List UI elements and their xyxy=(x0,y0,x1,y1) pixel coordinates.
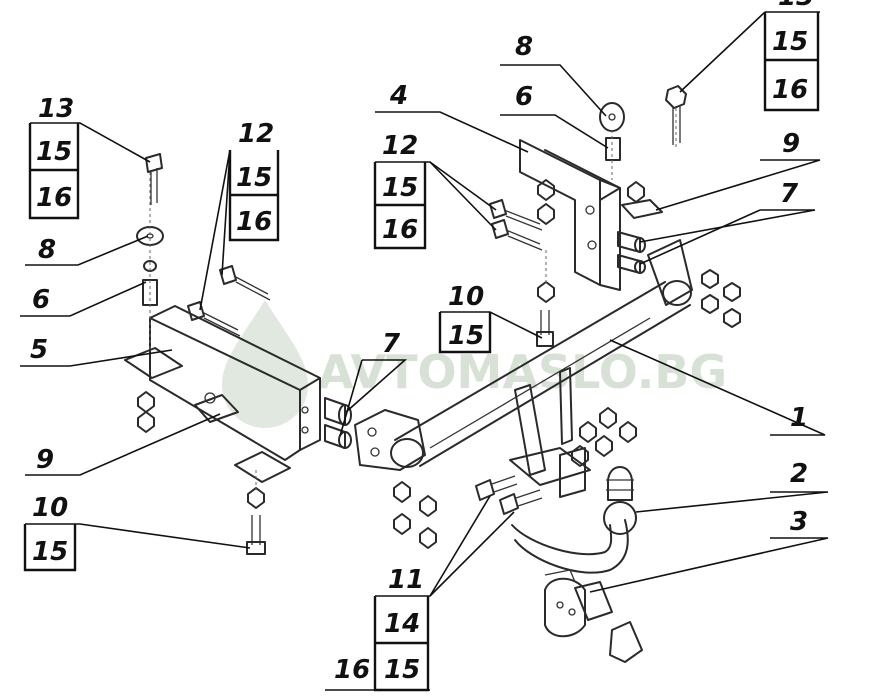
callout-13-left: 13 xyxy=(38,94,74,124)
callout-8-top: 8 xyxy=(515,32,533,62)
left-long-bolts xyxy=(187,265,271,337)
callout-16-top: 16 xyxy=(772,75,808,105)
leader-lines xyxy=(20,11,829,691)
callout-7-left: 7 xyxy=(382,329,401,359)
lower-left-nuts xyxy=(393,481,437,549)
callout-9-right: 9 xyxy=(782,129,800,159)
callout-boxes xyxy=(23,12,820,692)
center-nuts-cluster xyxy=(571,407,637,467)
watermark-text: AVTOMASLO.BG xyxy=(318,345,727,399)
left-end-plate xyxy=(354,409,426,471)
callout-11: 11 xyxy=(388,565,424,595)
electrical-socket xyxy=(544,569,643,663)
callout-15-top: 15 xyxy=(772,27,808,57)
tow-ball-mount xyxy=(509,367,637,574)
right-clamp-plate xyxy=(617,181,663,274)
assembly-lines xyxy=(149,108,677,490)
left-lower-nuts xyxy=(137,391,155,433)
callout-15-center: 15 xyxy=(448,321,484,351)
callout-4: 4 xyxy=(389,81,408,111)
callout-15-left-mid: 15 xyxy=(236,163,272,193)
callout-12-left: 12 xyxy=(238,119,274,149)
watermark-drop-icon xyxy=(222,300,308,428)
callout-15-left-stack: 15 xyxy=(36,137,72,167)
callout-16-left-mid: 16 xyxy=(236,207,272,237)
callout-3: 3 xyxy=(790,507,808,537)
callout-10-bottom: 10 xyxy=(32,493,68,523)
left-spacer-tubes xyxy=(324,397,352,449)
right-nuts-cluster xyxy=(701,269,741,328)
callout-13-top: 13 xyxy=(778,0,814,12)
callout-15-mid: 15 xyxy=(382,173,418,203)
watermark: AVTOMASLO.BG xyxy=(222,300,727,428)
right-end-plate xyxy=(647,239,693,306)
callout-labels: 13 15 16 8 6 5 9 10 15 12 15 16 7 10 15 … xyxy=(30,0,814,685)
callout-10-center: 10 xyxy=(448,282,484,312)
callout-9-left: 9 xyxy=(36,445,54,475)
right-inner-bolts xyxy=(489,179,555,251)
callout-12-mid: 12 xyxy=(382,131,418,161)
callout-6-left: 6 xyxy=(32,285,50,315)
callout-6-top: 6 xyxy=(515,82,533,112)
callout-8-left: 8 xyxy=(38,235,56,265)
callout-16-mid: 16 xyxy=(382,215,418,245)
callout-7-right: 7 xyxy=(780,179,799,209)
callout-2: 2 xyxy=(790,459,808,489)
callout-1: 1 xyxy=(790,403,808,433)
right-bracket-part xyxy=(519,139,621,291)
callout-15-bottom: 15 xyxy=(32,537,68,567)
left-bracket-part xyxy=(124,305,321,483)
callout-15-lower: 15 xyxy=(384,655,420,685)
right-bolt-stack xyxy=(599,85,687,161)
left-bottom-bolt xyxy=(246,487,266,555)
lower-bolts-11 xyxy=(475,475,543,515)
left-clamp-plate xyxy=(194,392,239,423)
callout-16-lower: 16 xyxy=(334,655,370,685)
callout-5: 5 xyxy=(30,335,48,365)
crossbar-part xyxy=(390,280,692,468)
callout-16-left-stack: 16 xyxy=(36,183,72,213)
callout-14: 14 xyxy=(384,609,420,639)
